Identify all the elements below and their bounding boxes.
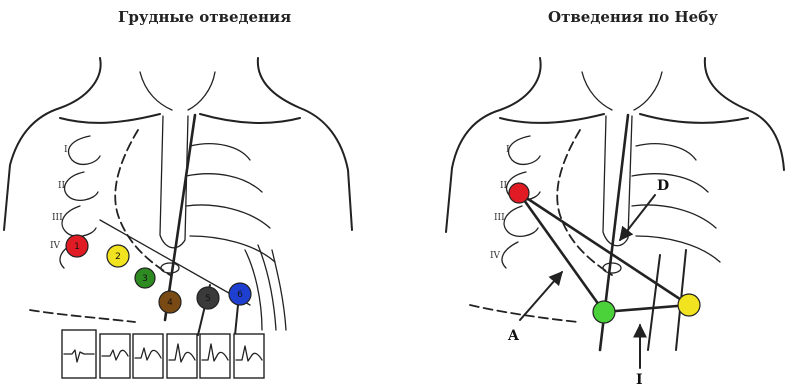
ecg-waveform-v6 <box>234 334 264 378</box>
electrode-v1: 1 <box>66 235 88 257</box>
electrode-v5-label: 5 <box>205 294 211 304</box>
ecg-waveform-v5 <box>200 334 230 378</box>
lead-d-label: D <box>657 178 669 194</box>
left-torso-illustration <box>4 58 352 335</box>
electrode-v4-label: 4 <box>167 298 173 308</box>
ecg-waveform-v3 <box>133 334 163 378</box>
electrode-v3-label: 3 <box>142 274 148 284</box>
right-rib-label: III <box>494 213 505 223</box>
ecg-waveform-strip <box>62 330 264 378</box>
electrode-v2-label: 2 <box>115 252 121 262</box>
lead-a-label: A <box>507 328 520 344</box>
ecg-waveform-v1 <box>62 330 96 378</box>
right-rib-label: I <box>506 145 510 155</box>
electrode-v6-label: 6 <box>237 290 243 300</box>
left-rib-label: IV <box>50 241 61 251</box>
electrode-v5: 5 <box>197 287 219 309</box>
nehb-electrode-yellow <box>678 294 700 316</box>
ecg-waveform-v4 <box>167 334 197 378</box>
electrode-v3: 3 <box>135 268 155 288</box>
right-rib-label: IV <box>490 251 501 261</box>
lead-i-label: I <box>636 372 643 388</box>
electrode-v1-label: 1 <box>74 242 80 252</box>
electrode-v6: 6 <box>229 283 251 305</box>
electrode-v2: 2 <box>107 245 129 267</box>
electrode-v4: 4 <box>159 291 181 313</box>
ecg-waveform-v2 <box>100 334 130 378</box>
lead-d-arrow <box>620 195 655 240</box>
left-rib-label: II <box>58 181 66 191</box>
right-torso-illustration <box>446 58 784 350</box>
lead-a-arrow <box>520 272 562 320</box>
right-rib-label: II <box>500 181 508 191</box>
nehb-electrode-red <box>509 183 529 203</box>
nehb-electrode-green <box>593 301 615 323</box>
left-rib-label: I <box>64 145 68 155</box>
left-rib-label: III <box>52 213 63 223</box>
